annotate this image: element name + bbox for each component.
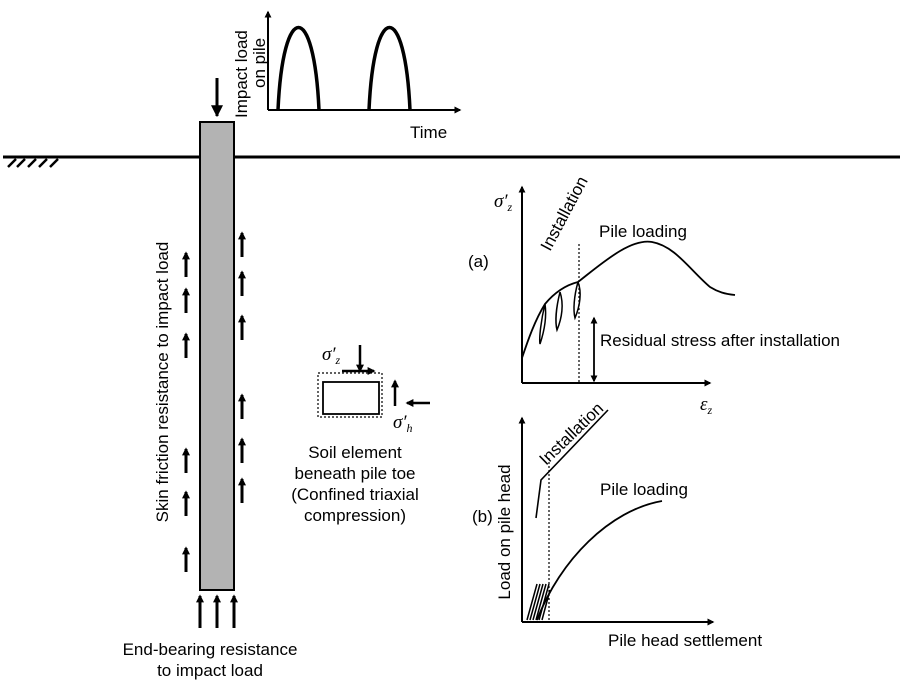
soil-element-box-dotted [317,372,383,418]
graph-b-installation-curve [535,409,609,519]
impact-graph-xlabel: Time [410,123,447,142]
skin-friction-label: Skin friction resistance to impact load [153,242,172,523]
graph-b-xlabel: Pile head settlement [608,631,762,650]
graph-a-xlabel: εz [700,394,713,417]
impact-load-graph: Impact load on pile Time [232,10,462,142]
sigma-z-label: σ′z [322,344,341,367]
graph-a-loop-3 [573,281,581,321]
graph-b-pile-loading-label: Pile loading [600,480,688,499]
end-bearing-label-line2: to impact load [157,661,263,680]
graph-a-panel-label: (a) [468,252,489,271]
graph-a-loop-1 [539,303,547,345]
ground-surface [3,155,900,168]
end-bearing-label-line1: End-bearing resistance [123,640,298,659]
graph-b-installation-label: Installation [536,399,608,469]
impact-pulse-2 [367,25,412,111]
pile-shaft [199,121,235,591]
soil-element-caption-line2: beneath pile toe [295,464,416,483]
graph-b-panel-label: (b) [472,507,493,526]
graph-b-ylabel: Load on pile head [495,464,514,599]
graph-b-loading-spikes [526,583,551,621]
soil-element-caption-line3: (Confined triaxial [291,485,419,504]
graph-b: (b) Load on pile head Pile head settleme… [472,399,762,650]
graph-a-installation-label: Installation [537,173,592,254]
impact-graph-ylabel-line2: on pile [250,38,269,88]
impact-graph-ylabel-line1: Impact load [232,30,251,118]
graph-a-loop-2 [555,291,563,333]
graph-a-ylabel: σ′z [494,191,513,214]
graph-a-pile-loading-label: Pile loading [599,222,687,241]
pile: Skin friction resistance to impact load … [123,78,298,680]
ground-hatch-icon [7,158,59,168]
sigma-h-label: σ′h [393,412,413,435]
graph-a: (a) σ′z εz Installation Pile loading Res… [468,173,840,417]
soil-element: σ′z σ′h Soil element beneath pile toe (C… [291,344,430,525]
graph-a-residual-label: Residual stress after installation [600,331,840,350]
soil-element-caption-line4: compression) [304,506,406,525]
soil-element-box [322,381,380,415]
end-bearing-arrows [196,594,238,628]
impact-pulse-1 [276,25,321,111]
graph-b-pile-loading-curve [536,500,663,621]
soil-element-caption-line1: Soil element [308,443,402,462]
